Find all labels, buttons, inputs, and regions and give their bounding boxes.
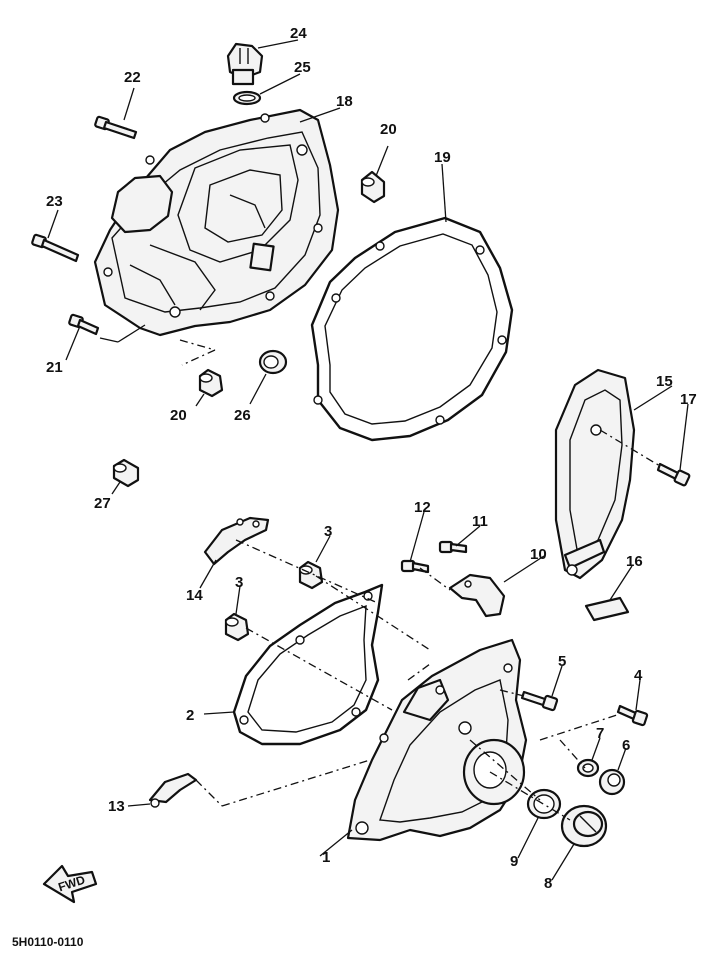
label-part-15: 15 bbox=[656, 373, 673, 390]
bracket-10 bbox=[448, 573, 506, 618]
o-ring-9-hole bbox=[533, 794, 555, 814]
gasket-crankcase-cover bbox=[310, 216, 514, 442]
label-part-14: 14 bbox=[186, 587, 203, 604]
leader-lines bbox=[47, 39, 689, 881]
bolt-11 bbox=[438, 540, 468, 554]
label-part-22: 22 bbox=[124, 69, 141, 86]
dowel-pin-lower bbox=[198, 368, 224, 398]
label-part-17: 17 bbox=[680, 391, 697, 408]
label-part-24: 24 bbox=[290, 25, 307, 42]
fwd-arrow-icon: FWD bbox=[42, 864, 98, 904]
label-part-26: 26 bbox=[234, 407, 251, 424]
label-part-20a: 20 bbox=[380, 121, 397, 138]
oil-seal-26 bbox=[258, 349, 288, 375]
label-part-6: 6 bbox=[622, 737, 630, 754]
bolt-4 bbox=[616, 704, 649, 727]
bolt-23 bbox=[31, 233, 80, 263]
bolt-17 bbox=[656, 462, 691, 487]
crankcase-cover-right bbox=[93, 108, 340, 337]
label-part-8: 8 bbox=[544, 875, 552, 892]
label-part-2: 2 bbox=[186, 707, 194, 724]
label-part-16: 16 bbox=[626, 553, 643, 570]
o-ring-7-hole bbox=[582, 763, 594, 773]
dowel-pin-3a bbox=[298, 560, 324, 590]
dowel-27 bbox=[112, 458, 140, 488]
label-part-23: 23 bbox=[46, 193, 63, 210]
o-ring-cap-hole bbox=[238, 94, 256, 102]
oil-filler-cap bbox=[226, 42, 264, 86]
label-part-19: 19 bbox=[434, 149, 451, 166]
plug-8 bbox=[560, 804, 608, 848]
bolt-12 bbox=[400, 559, 430, 574]
label-part-12: 12 bbox=[414, 499, 431, 516]
label-part-27: 27 bbox=[94, 495, 111, 512]
clip-14 bbox=[203, 516, 270, 566]
bolt-22 bbox=[94, 115, 138, 140]
sprocket-cover bbox=[554, 368, 636, 580]
gasket-crankcase-cover-left bbox=[232, 583, 384, 746]
label-part-3a: 3 bbox=[324, 523, 332, 540]
label-part-4: 4 bbox=[634, 667, 643, 684]
label-part-11: 11 bbox=[472, 513, 488, 530]
dowel-pin-upper bbox=[360, 170, 386, 204]
label-part-13: 13 bbox=[108, 798, 125, 815]
diagram-code: 5H0110-0110 bbox=[12, 935, 84, 949]
part-labels: 1 2 3 3 4 5 6 7 8 9 10 11 12 13 14 15 16… bbox=[46, 25, 697, 892]
label-part-25: 25 bbox=[294, 59, 311, 76]
bolt-21 bbox=[68, 313, 100, 336]
label-part-7: 7 bbox=[596, 725, 604, 742]
label-part-18: 18 bbox=[336, 93, 353, 110]
plug-6 bbox=[598, 768, 626, 796]
label-plate-16 bbox=[584, 596, 630, 622]
crankcase-cover-left bbox=[346, 638, 528, 842]
label-part-5: 5 bbox=[558, 653, 566, 670]
label-part-21: 21 bbox=[46, 359, 63, 376]
label-part-1: 1 bbox=[322, 849, 330, 866]
label-part-3b: 3 bbox=[235, 574, 243, 591]
label-part-10: 10 bbox=[530, 546, 547, 563]
label-part-20b: 20 bbox=[170, 407, 187, 424]
label-part-9: 9 bbox=[510, 853, 518, 870]
dowel-pin-3b bbox=[224, 612, 250, 642]
clip-13 bbox=[148, 772, 198, 808]
